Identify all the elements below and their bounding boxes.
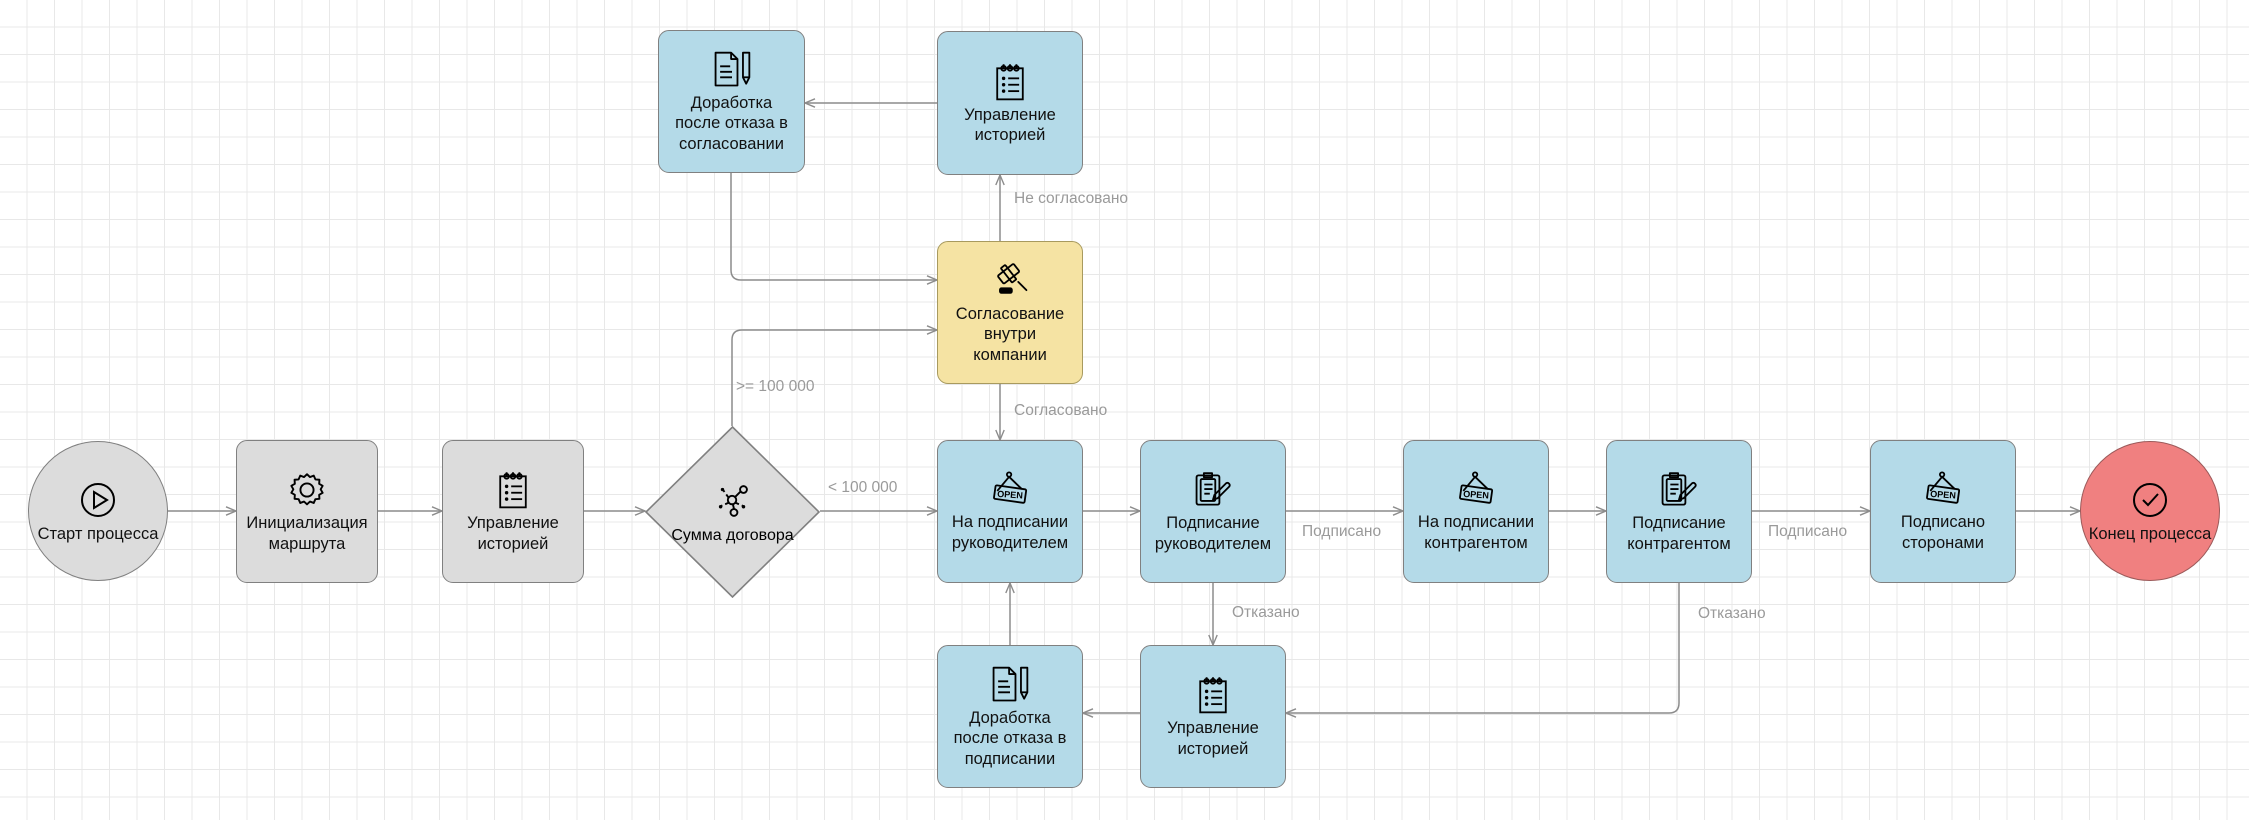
node-label: Инициализация маршрута [246,514,368,553]
node-await-sign-head[interactable]: OPEN На подписании руководителем [937,440,1083,583]
node-history-2[interactable]: Управление историей [937,31,1083,175]
doc-pen-icon [710,49,754,91]
node-label: Согласование внутри компании [955,305,1065,364]
network-icon [710,480,756,527]
node-label: Управление историей [964,105,1056,144]
edge-sign-cpty-to-history3 [1284,583,1680,718]
node-label: Подписание контрагентом [1627,514,1731,553]
node-rework-approval[interactable]: Доработка после отказа в согласовании [658,30,805,173]
svg-text:OPEN: OPEN [1463,489,1489,501]
node-rework-signing[interactable]: Доработка после отказа в подписании [937,645,1083,788]
edge-label-lbl-refused-2: Отказано [1698,605,1766,622]
node-label: Управление историей [1167,719,1259,758]
node-label: Сумма договора [671,526,794,544]
node-signed-parties[interactable]: OPEN Подписано сторонами [1870,440,2016,583]
node-label: Доработка после отказа в подписании [953,709,1067,768]
doc-sign-icon [1657,469,1701,511]
edge-label-lbl-refused-1: Отказано [1232,604,1300,621]
edge-rework-to-approve [730,173,939,285]
node-await-sign-cpty[interactable]: OPEN На подписании контрагентом [1403,440,1549,583]
doc-pen-icon [988,664,1032,706]
gavel-icon [988,260,1032,302]
open-sign-icon: OPEN [1453,470,1499,510]
clipboard-list-icon [1194,674,1232,716]
check-circle-icon [2128,478,2172,522]
edge-label-lbl-agreed: Согласовано [1014,402,1108,419]
node-label: Подписание руководителем [1154,514,1272,553]
doc-sign-icon [1191,469,1235,511]
gear-icon [286,469,328,511]
node-end[interactable]: Конец процесса [2080,441,2220,581]
edge-label-lbl-not-agreed: Не согласовано [1014,190,1129,207]
open-sign-icon: OPEN [987,470,1033,510]
node-sign-head[interactable]: Подписание руководителем [1140,440,1286,583]
clipboard-list-icon [494,469,532,511]
node-label: Старт процесса [37,524,159,543]
node-sign-cpty[interactable]: Подписание контрагентом [1606,440,1752,583]
node-label: Подписано сторонами [1900,513,1986,552]
edge-label-lbl-signed-2: Подписано [1768,523,1848,540]
edge-label-lbl-lt-100000: < 100 000 [828,479,898,496]
open-sign-icon: OPEN [1920,470,1966,510]
node-label: На подписании руководителем [951,513,1069,552]
node-label: Управление историей [467,514,559,553]
node-label: Доработка после отказа в согласовании [675,94,788,153]
edge-label-lbl-signed-1: Подписано [1302,523,1382,540]
node-history-1[interactable]: Управление историей [442,440,584,583]
play-circle-icon [76,478,120,522]
node-contract-sum[interactable]: Сумма договора [645,426,820,598]
svg-text:OPEN: OPEN [1930,489,1956,501]
edge-label-lbl-ge-100000: >= 100 000 [736,378,815,395]
clipboard-list-icon [991,61,1029,103]
node-history-3[interactable]: Управление историей [1140,645,1286,788]
node-label: На подписании контрагентом [1417,513,1535,552]
node-init-route[interactable]: Инициализация маршрута [236,440,378,583]
node-start[interactable]: Старт процесса [28,441,168,581]
node-label: Конец процесса [2088,524,2212,543]
svg-text:OPEN: OPEN [997,489,1023,501]
node-approve-company[interactable]: Согласование внутри компании [937,241,1083,384]
